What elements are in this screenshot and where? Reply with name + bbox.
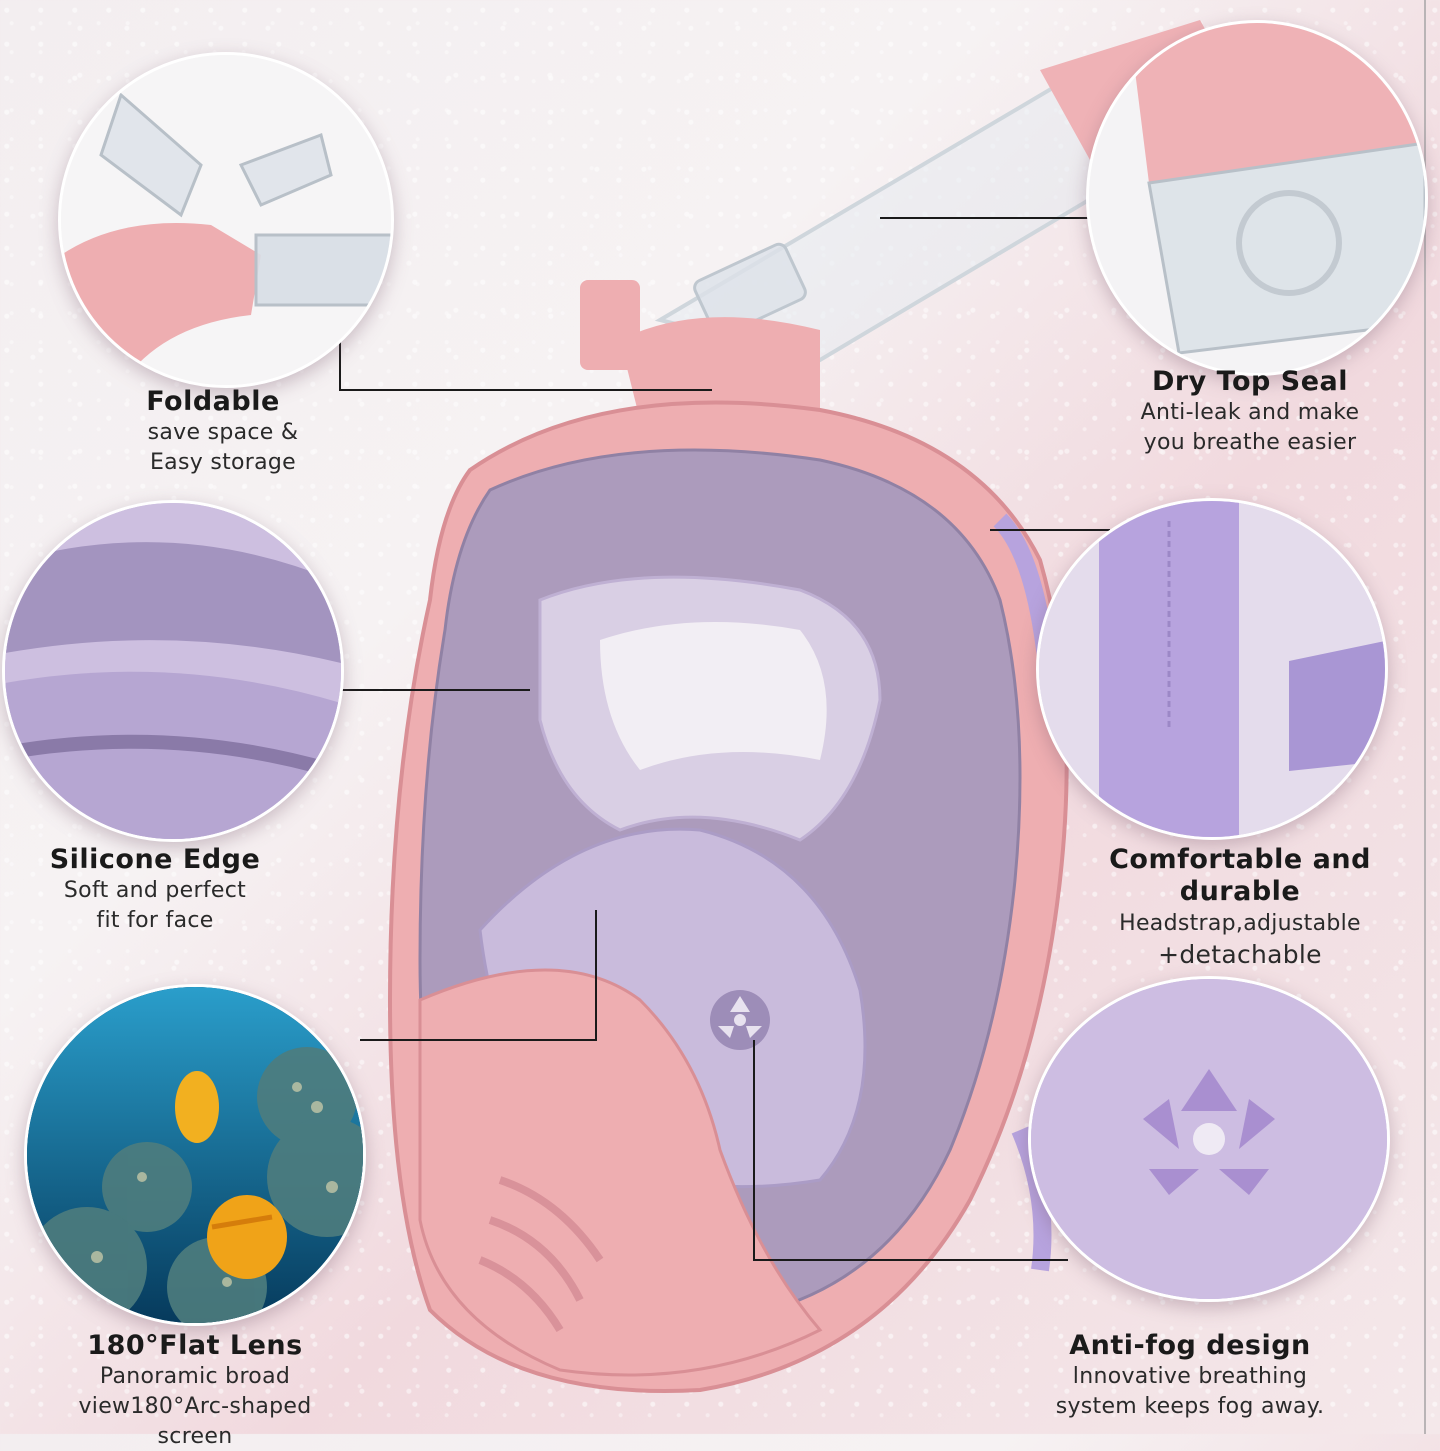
dry-top-desc-line1: Anti-leak and make [1140, 400, 1360, 426]
silicone-edge-image [5, 503, 341, 839]
foldable-feature: Foldable save space & Easy storage [108, 386, 318, 478]
dry-top-valve-image [1089, 23, 1425, 373]
foldable-desc-line1: save space & [147, 420, 299, 446]
tube-connector [693, 242, 807, 338]
antifog-desc-line1: lnnovative breathing [1072, 1364, 1308, 1390]
right-edge-line [1424, 0, 1426, 1434]
lens-title: 180°Flat Lens [87, 1330, 303, 1361]
dry-top-feature: Dry Top Seal Anti-leak and make you brea… [1110, 366, 1390, 458]
chin-guard [418, 968, 823, 1377]
silicone-desc-line2: fit for face [96, 908, 214, 934]
foldable-desc-line2: Easy storage [149, 450, 297, 476]
breathing-valve [710, 990, 770, 1050]
leader-lines [334, 217, 1110, 1261]
comfort-desc-line1: Headstrap,adjustable [1119, 910, 1361, 936]
silicone-desc-line1: Soft and perfect [63, 878, 247, 904]
silicone-detail-circle [2, 500, 344, 842]
dry-top-title: Dry Top Seal [1151, 366, 1349, 397]
lens-feature: 180°Flat Lens Panoramic broad view180°Ar… [50, 1330, 340, 1451]
antifog-feature: Anti-fog design lnnovative breathing sys… [1040, 1330, 1340, 1422]
antifog-desc-line2: system keeps fog away. [1055, 1394, 1325, 1420]
silicone-title: Silicone Edge [49, 844, 261, 875]
foldable-snorkel-image [61, 55, 391, 385]
lens-detail-circle [24, 984, 366, 1326]
antifog-detail-circle [1028, 976, 1390, 1302]
foldable-detail-circle [58, 52, 394, 388]
breathing-valve-closeup [1031, 979, 1387, 1299]
mask-top-neck [620, 317, 820, 420]
silicone-feature: Silicone Edge Soft and perfect fit for f… [40, 844, 270, 936]
underwater-reef-image [27, 987, 363, 1323]
foldable-title: Foldable [146, 386, 280, 417]
dry-top-desc-line2: you breathe easier [1143, 430, 1357, 456]
lens-desc-line1: Panoramic broad [99, 1364, 291, 1390]
eye-window [600, 622, 827, 770]
antifog-title: Anti-fog design [1069, 1330, 1311, 1361]
comfort-feature: Comfortable and durable Headstrap,adjust… [1060, 844, 1420, 972]
headstrap-detail-circle [1036, 498, 1388, 840]
dry-top-detail-circle [1086, 20, 1428, 376]
comfort-desc-line2: +detachable [1158, 940, 1322, 970]
comfort-title: Comfortable and durable [1109, 844, 1371, 908]
headstrap-image [1039, 501, 1385, 837]
chin-vent [478, 1176, 604, 1333]
lens-desc-line2: view180°Arc-shaped screen [78, 1394, 312, 1449]
